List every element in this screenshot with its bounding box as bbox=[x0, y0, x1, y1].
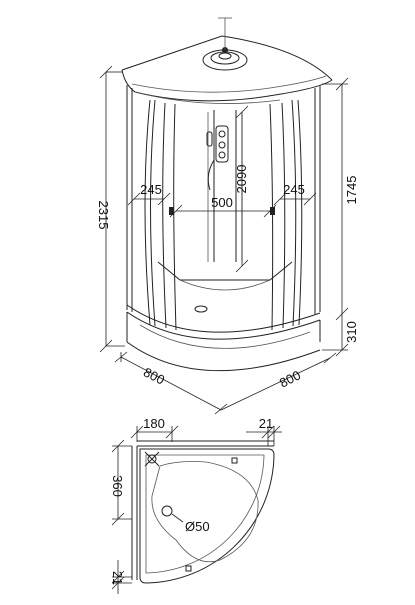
dimension-inner-height: 2090 bbox=[234, 105, 249, 273]
dimension-corner-offset: 180 bbox=[130, 416, 179, 442]
dimension-depth-right: 800 bbox=[220, 352, 337, 411]
plan-valve-icon bbox=[144, 451, 160, 467]
dimension-corner-depth: 360 bbox=[110, 439, 132, 526]
cabin-frame bbox=[126, 85, 321, 314]
dimension-tray-height: 310 bbox=[322, 314, 359, 357]
door-handle-right bbox=[270, 207, 275, 215]
corner-depth-label: 360 bbox=[110, 475, 125, 497]
drain-icon bbox=[194, 305, 208, 313]
overall-height-label: 2315 bbox=[96, 201, 111, 230]
side-left-label: 245 bbox=[140, 182, 162, 197]
shower-column bbox=[207, 125, 229, 191]
dimension-side-left: 245 bbox=[127, 182, 171, 206]
glass-panels bbox=[144, 99, 303, 331]
dimension-side-right: 245 bbox=[273, 182, 317, 206]
roof-dome bbox=[121, 35, 333, 104]
side-right-label: 245 bbox=[283, 182, 305, 197]
door-width-label: 500 bbox=[211, 195, 233, 210]
door-handle-left bbox=[169, 207, 174, 215]
plan-tray-outline bbox=[139, 448, 275, 584]
shower-cabin-front-view: 2315 2090 1745 310 50 bbox=[96, 17, 359, 415]
inner-height-label: 2090 bbox=[234, 165, 249, 194]
plan-door-handles bbox=[185, 457, 238, 572]
dimension-cabin-height: 1745 bbox=[322, 77, 359, 321]
wall-gap-bottom-label: 21 bbox=[110, 571, 124, 585]
shower-tray-plan-view: 180 21 360 21 bbox=[110, 416, 282, 594]
plan-drain-icon bbox=[161, 505, 184, 523]
plan-walls bbox=[131, 440, 274, 580]
corner-offset-label: 180 bbox=[143, 416, 165, 431]
depth-left-label: 800 bbox=[141, 364, 167, 387]
cabin-height-label: 1745 bbox=[344, 176, 359, 205]
hand-shower-icon bbox=[206, 131, 213, 147]
depth-right-label: 800 bbox=[277, 367, 303, 390]
dimension-overall-height: 2315 bbox=[96, 65, 125, 353]
dimension-wall-gap-right: 21 bbox=[246, 416, 282, 446]
wall-gap-right-label: 21 bbox=[259, 416, 273, 431]
dimension-door-width: 500 bbox=[169, 195, 277, 218]
dimension-depth-left: 800 bbox=[114, 351, 228, 415]
tray-height-label: 310 bbox=[344, 321, 359, 343]
dimension-wall-gap-bottom: 21 bbox=[110, 560, 132, 594]
drain-diameter-label: Ø50 bbox=[185, 519, 210, 534]
shower-tray bbox=[126, 261, 321, 372]
ceiling-fan-icon bbox=[202, 17, 248, 71]
